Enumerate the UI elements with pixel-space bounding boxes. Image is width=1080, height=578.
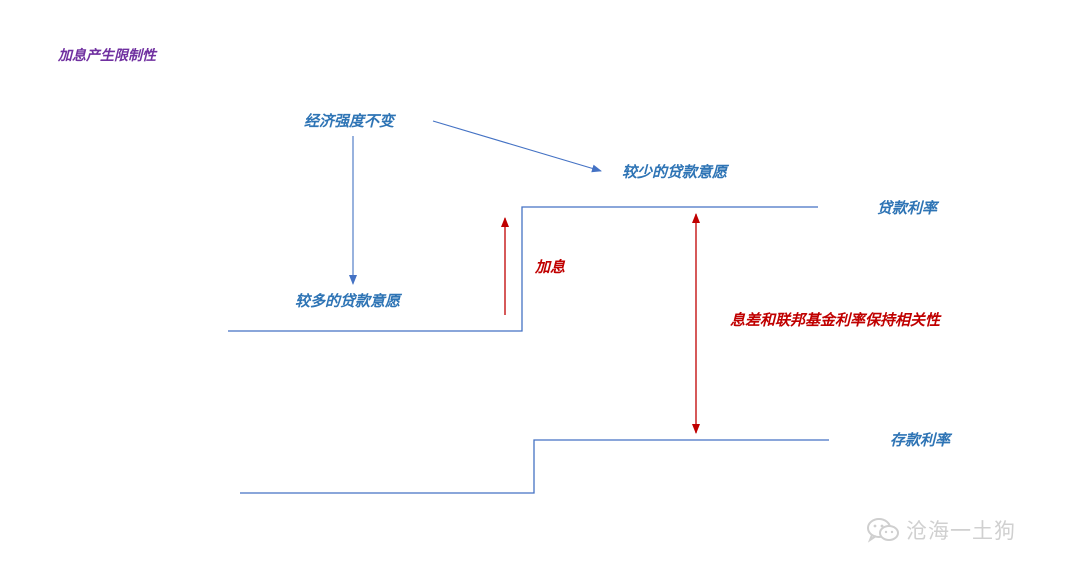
economy-unchanged-label: 经济强度不变 <box>304 112 395 130</box>
rate-hike-label: 加息 <box>535 258 566 276</box>
more-loan-willingness-label: 较多的贷款意愿 <box>295 292 401 310</box>
wechat-icon <box>867 518 899 543</box>
arrow-to-less-willingness <box>432 120 602 173</box>
watermark: 沧海一土狗 <box>866 515 1016 545</box>
deposit-rate-line <box>240 439 829 494</box>
watermark-text: 沧海一土狗 <box>906 519 1016 543</box>
spread-correlation-label: 息差和联邦基金利率保持相关性 <box>730 311 941 329</box>
diagram-title: 加息产生限制性 <box>58 48 156 64</box>
loan-rate-label: 贷款利率 <box>877 199 938 217</box>
loan-rate-line <box>228 206 818 332</box>
deposit-rate-label: 存款利率 <box>890 431 951 449</box>
less-loan-willingness-label: 较少的贷款意愿 <box>622 163 728 181</box>
